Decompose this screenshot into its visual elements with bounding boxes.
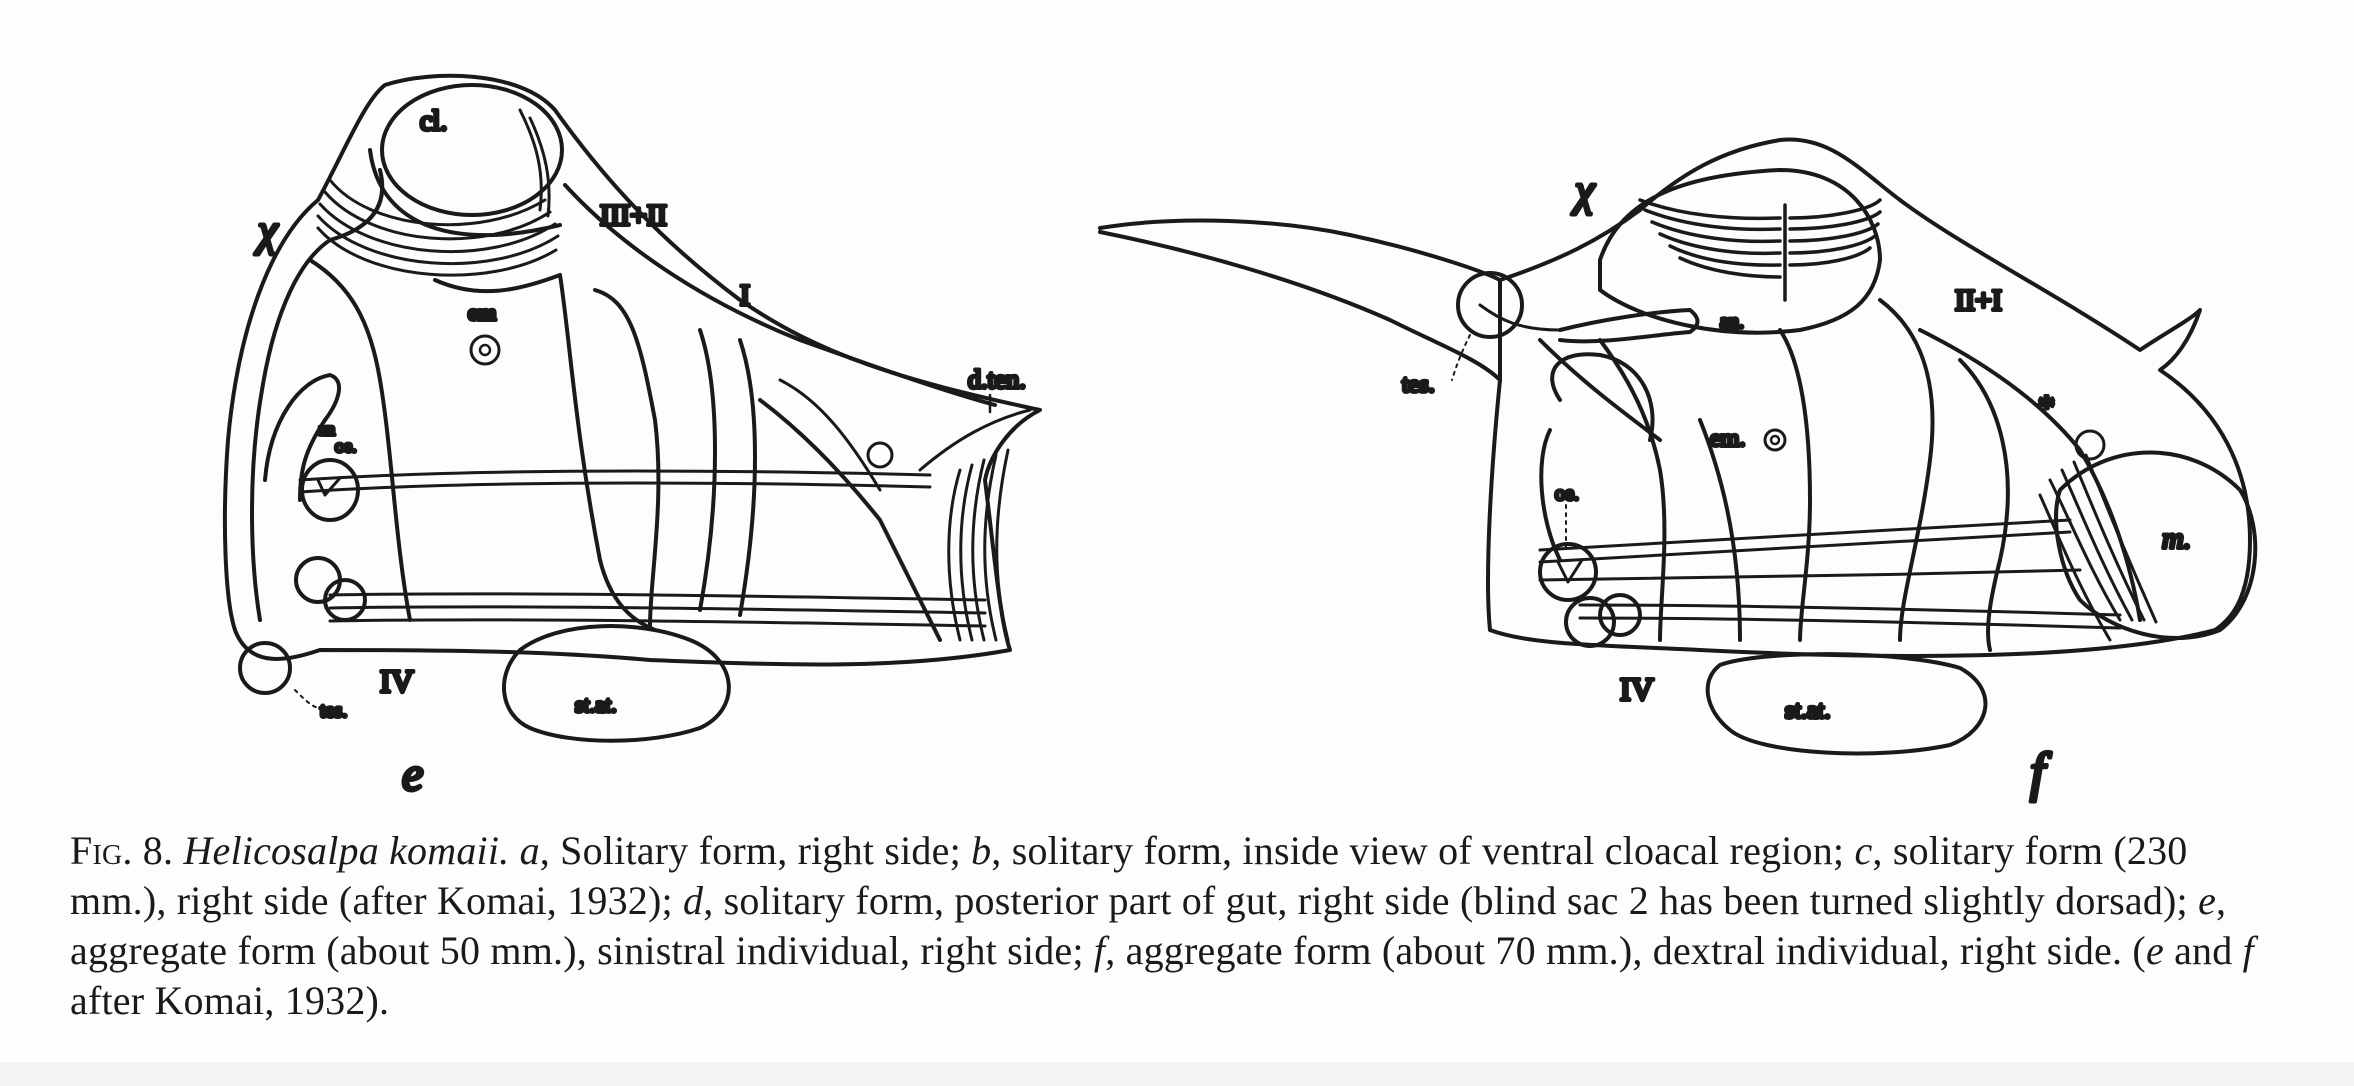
panel-e-outer-outline — [225, 76, 1040, 665]
panel-f-loop-organ — [1541, 354, 1652, 560]
caption-tail-end: after Komai, 1932). — [70, 978, 389, 1023]
panel-e-testis — [240, 643, 290, 693]
caption-tail-and: and — [2164, 928, 2243, 973]
bottom-strip — [0, 1062, 2354, 1086]
panel-e-label-x: χ — [254, 206, 279, 255]
panel-e-end-striations — [920, 410, 1030, 640]
panel-f-muscle-shading — [1640, 200, 1880, 300]
panel-e-label-cl: cl. — [420, 106, 447, 137]
panel-e-label-dten: d.ten. — [968, 365, 1026, 394]
panel-f-label-an: an. — [1720, 311, 1744, 333]
panel-e-label-iii-ii: III+II — [600, 199, 667, 232]
panel-f-label-ii-i: II+I — [1955, 284, 2002, 317]
figure-illustration: cl. χ III+II I em d.ten. an oe. IV tes. … — [0, 0, 2354, 826]
panel-e-stolon — [504, 626, 729, 741]
panel-f-process — [1100, 221, 1500, 380]
caption-fig-label: Fig. 8. — [70, 828, 173, 873]
caption-text-d: , solitary form, posterior part of gut, … — [703, 878, 2198, 923]
panel-f-nucleus — [2056, 453, 2255, 639]
panel-f-anus-tube — [1560, 310, 1698, 341]
panel-e-drawing — [225, 76, 1040, 741]
panel-e-label-tes: tes. — [320, 700, 347, 722]
panel-e-label-an: an — [318, 419, 335, 439]
panel-e-label-em: em — [468, 300, 496, 325]
panel-f-label-x: χ — [1571, 166, 1596, 215]
caption-letter-e: e — [2198, 878, 2216, 923]
caption-letter-c: c — [1854, 828, 1872, 873]
caption-text-b: , solitary form, inside view of ventral … — [991, 828, 1854, 873]
panel-e-label-oe: oe. — [335, 436, 357, 456]
panel-f-embryo — [1765, 430, 1785, 450]
panel-f-testis — [1458, 273, 1522, 337]
panel-e-gut-lines — [300, 471, 985, 626]
panel-f-label-em: em. — [1710, 426, 1745, 452]
panel-f-label-stat: st.at. — [1785, 698, 1830, 724]
panel-e-letter: e — [402, 748, 423, 801]
caption-text-a: , Solitary form, right side; — [540, 828, 971, 873]
panel-f-label-iv: IV — [1620, 671, 1654, 707]
panel-f-label-oe: oe. — [1555, 483, 1579, 505]
panel-f-letter: f — [2030, 742, 2052, 802]
panel-e-label-i: I — [740, 279, 750, 312]
panel-e-embryo — [471, 336, 499, 364]
panel-f-stolon — [1708, 654, 1986, 753]
panel-f-label-star: * — [2038, 389, 2055, 426]
caption-letter-d: d — [683, 878, 703, 923]
caption-letter-f: f — [1094, 928, 1105, 973]
caption-species: Helicosalpa komaii. — [183, 828, 509, 873]
panel-e-inner-outline — [252, 170, 995, 620]
caption-tail-f: f — [2243, 928, 2254, 973]
caption-tail-e: e — [2146, 928, 2164, 973]
panel-f-gut-lines — [1540, 520, 2120, 628]
panel-e-label-iv: IV — [380, 663, 414, 699]
caption-text-f: , aggregate form (about 70 mm.), dextral… — [1105, 928, 2146, 973]
panel-f-drawing — [1100, 140, 2255, 754]
caption-letter-b: b — [971, 828, 991, 873]
panel-f-oesophagus — [1540, 544, 1596, 600]
panel-f-label-tes: tes. — [1402, 372, 1435, 398]
panel-e-bands — [310, 260, 940, 640]
caption-letter-a: a — [520, 828, 540, 873]
panel-f-label-m: m. — [2162, 522, 2191, 555]
panel-e-label-stat: st.at. — [575, 692, 617, 717]
figure-caption: Fig. 8. Helicosalpa komaii. a, Solitary … — [70, 826, 2290, 1026]
